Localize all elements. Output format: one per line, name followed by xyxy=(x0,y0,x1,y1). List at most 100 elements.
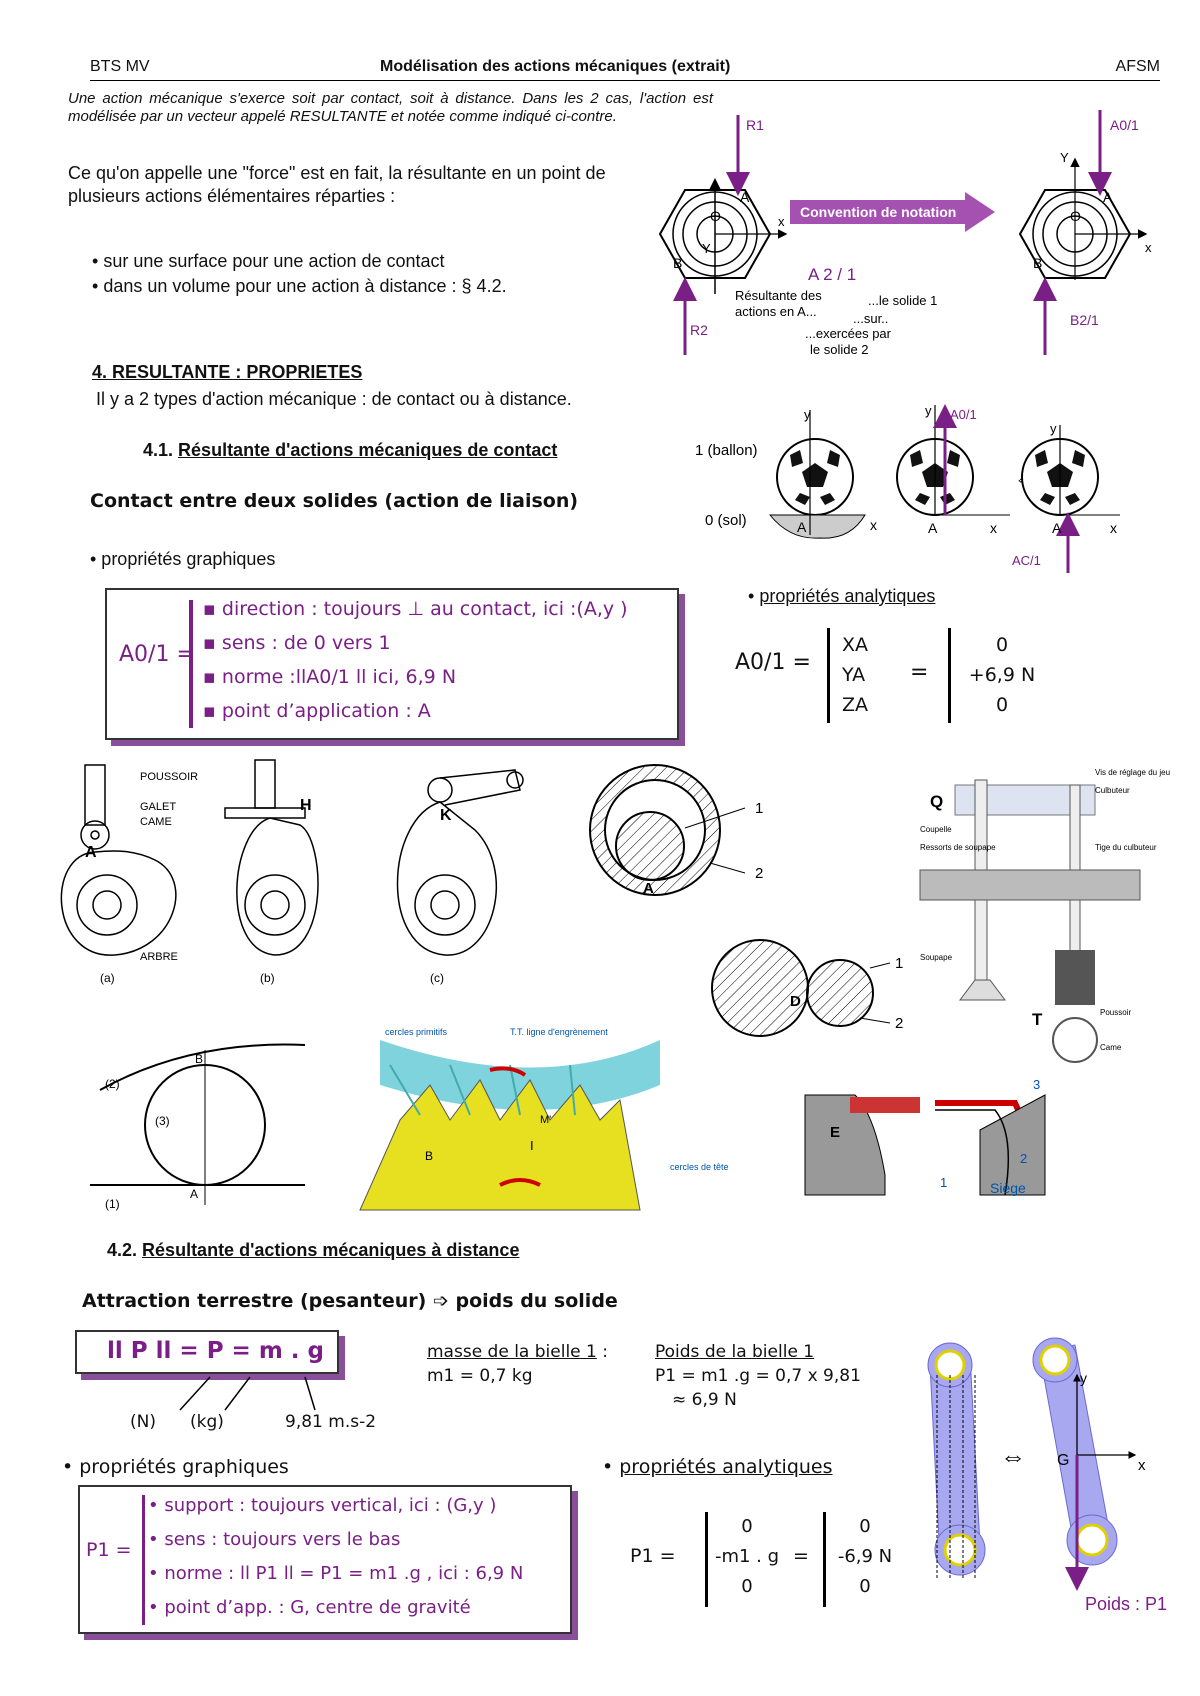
svg-text:GALET: GALET xyxy=(140,801,176,813)
svg-text:(2): (2) xyxy=(105,1077,120,1091)
box1-item-norme: ▪ norme :llA0/1 ll ici, 6,9 N xyxy=(203,666,457,688)
page-header: BTS MV Modélisation des actions mécaniqu… xyxy=(90,58,1160,81)
svg-text:CAME: CAME xyxy=(140,816,172,828)
svg-text:...exercées par: ...exercées par xyxy=(805,326,892,341)
box1-item-text: point d’application : A xyxy=(221,700,431,722)
section-42-title: 4.2. Résultante d'actions mécaniques à d… xyxy=(107,1240,519,1261)
svg-text:2: 2 xyxy=(1020,1151,1027,1166)
section-42-heading: Résultante d'actions mécaniques à distan… xyxy=(142,1240,520,1260)
analytic-label-2-text: propriétés analytiques xyxy=(619,1456,833,1478)
svg-text:A: A xyxy=(740,189,750,205)
svg-text:Y: Y xyxy=(1060,150,1069,165)
analytic-label-2: • propriétés analytiques xyxy=(602,1456,833,1478)
valve-seat-figure: E 3 2 1 Siège xyxy=(804,1077,1046,1196)
svg-text:Q: Q xyxy=(930,792,943,811)
gear-mesh-figure: cercles primitifs T.T. ligne d'engrèneme… xyxy=(359,1025,729,1211)
box2-bracket xyxy=(142,1495,145,1625)
svg-text:A: A xyxy=(85,844,97,861)
box1-item-text: sens : de 0 vers 1 xyxy=(221,632,391,654)
svg-text:A: A xyxy=(928,520,938,536)
svg-text:x: x xyxy=(1110,520,1117,536)
svg-text:3: 3 xyxy=(1033,1077,1040,1092)
box1-list: ▪ direction : toujours ⊥ au contact, ici… xyxy=(203,592,673,728)
box1-item-text: norme :llA0/1 ll ici, 6,9 N xyxy=(221,666,457,688)
poids-title: Poids de la bielle 1 xyxy=(655,1342,815,1362)
intro-bullet-2: • dans un volume pour une action à dista… xyxy=(92,276,507,296)
svg-text:ARBRE: ARBRE xyxy=(140,951,178,963)
analytic-label-1: • propriétés analytiques xyxy=(748,586,936,606)
svg-text:(3): (3) xyxy=(155,1114,170,1128)
svg-text:K: K xyxy=(440,807,452,824)
a01-label: A0/1 xyxy=(1110,117,1139,133)
graph-props-label: • propriétés graphiques xyxy=(90,549,276,569)
svg-text:A0/1: A0/1 xyxy=(950,407,977,422)
intro-italic: Une action mécanique s'exerce soit par c… xyxy=(68,90,713,125)
svg-text:B: B xyxy=(673,255,682,271)
bullet-2-text: dans un volume pour une action à distanc… xyxy=(103,276,507,296)
analytic1-lhs: A0/1 = xyxy=(735,650,811,675)
svg-text:...le solide 1: ...le solide 1 xyxy=(868,293,937,308)
poids-line-1: P1 = m1 .g = 0,7 x 9,81 xyxy=(655,1366,861,1386)
col2-y: -6,9 N xyxy=(837,1546,893,1567)
notation-figure: O A B Y x R1 R2 Convention de notation A… xyxy=(658,110,1152,357)
svg-text:Coupelle: Coupelle xyxy=(920,825,952,834)
unit-kg: (kg) xyxy=(190,1412,224,1432)
r2-label: R2 xyxy=(690,322,708,338)
svg-text:A: A xyxy=(1103,189,1113,205)
formula-box: ll P ll = P = m . g xyxy=(75,1330,339,1374)
svg-text:x: x xyxy=(778,214,785,229)
section-41-subtitle: Contact entre deux solides (action de li… xyxy=(90,490,579,512)
cam-c xyxy=(396,769,524,956)
svg-text:B: B xyxy=(195,1052,203,1066)
col1-x: 0 xyxy=(741,1516,753,1537)
svg-text:Ressorts de soupape: Ressorts de soupape xyxy=(920,843,996,852)
svg-text:(b): (b) xyxy=(260,971,275,985)
cam-b xyxy=(224,759,319,956)
r1-label: R1 xyxy=(746,117,764,133)
unit-n: (N) xyxy=(130,1412,156,1432)
svg-text:Came: Came xyxy=(1100,1043,1122,1052)
bearing-figure: 1 2 A xyxy=(589,764,763,897)
svg-text:cercles de tête: cercles de tête xyxy=(670,1162,729,1172)
analytic2-col2: 0 -6,9 N 0 xyxy=(830,1512,900,1602)
svg-text:Y: Y xyxy=(702,241,711,256)
cam-a xyxy=(60,764,177,956)
masse-colon: : xyxy=(596,1342,608,1362)
svg-text:y: y xyxy=(1050,421,1057,436)
box2-item-norme: • norme : ll P1 ll = P1 = m1 .g , ici : … xyxy=(148,1563,524,1584)
section-41-title: 4.1. Résultante d'actions mécaniques de … xyxy=(143,440,557,461)
masse-value: m1 = 0,7 kg xyxy=(427,1366,533,1386)
svg-text:A: A xyxy=(190,1187,198,1201)
section-42-subtitle: Attraction terrestre (pesanteur) ➩ poids… xyxy=(82,1290,618,1312)
analytic1-vals: 0 +6,9 N 0 xyxy=(962,630,1042,720)
box1-item-point: ▪ point d’application : A xyxy=(203,700,431,722)
cam-figures: POUSSOIR GALET CAME ARBRE A (a) H (b) K … xyxy=(60,759,524,985)
box2-list: • support : toujours vertical, ici : (G,… xyxy=(148,1489,568,1625)
val-xa: 0 xyxy=(995,634,1009,656)
svg-text:B: B xyxy=(425,1149,433,1163)
analytic1-rows: XA YA ZA xyxy=(842,630,868,720)
svg-text:Culbuteur: Culbuteur xyxy=(1095,786,1130,795)
intro-force-text: Ce qu'on appelle une "force" est en fait… xyxy=(68,163,606,206)
svg-text:D: D xyxy=(790,993,801,1010)
svg-text:x: x xyxy=(990,520,997,536)
box2-lhs: P1 = xyxy=(86,1539,132,1561)
svg-text:H: H xyxy=(300,797,312,814)
svg-text:A: A xyxy=(643,880,654,897)
rocker-figure: Q T Vis de réglage du jeu Culbuteur Coup… xyxy=(919,768,1170,1063)
svg-text:T: T xyxy=(1032,1010,1043,1029)
row-za: ZA xyxy=(842,694,869,716)
formula-leaders xyxy=(179,1376,316,1411)
ballon-label: 1 (ballon) xyxy=(695,442,758,459)
masse-title-text: masse de la bielle 1 xyxy=(427,1342,597,1362)
svg-text:M': M' xyxy=(540,1114,551,1126)
analytic2-col1: 0 -m1 . g 0 xyxy=(712,1512,782,1602)
analytic1-eq: = xyxy=(910,660,929,685)
svg-text:(a): (a) xyxy=(100,971,115,985)
formula-text: ll P ll = P = m . g xyxy=(107,1338,325,1364)
svg-text:le solide 2: le solide 2 xyxy=(810,342,869,357)
analytic2-eq: = xyxy=(793,1545,809,1567)
svg-text:O: O xyxy=(1070,208,1081,224)
svg-text:x: x xyxy=(1145,240,1152,255)
nut-left xyxy=(658,178,788,294)
